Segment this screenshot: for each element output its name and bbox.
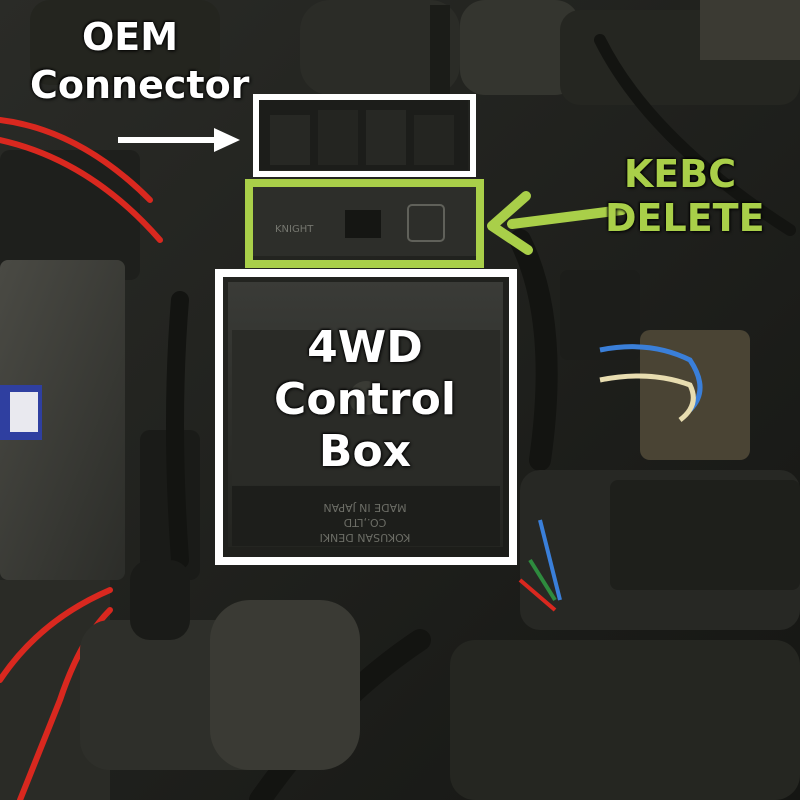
- control-box-company-marking: CO.,LTD: [344, 516, 387, 529]
- bottom-components: [80, 560, 800, 800]
- oem-connector-label: OEM Connector: [30, 15, 250, 107]
- control-box-label-line1: 4WD: [307, 322, 423, 373]
- kebc-delete-label: KEBC DELETE: [605, 152, 765, 240]
- kebc-arrow: [487, 191, 627, 255]
- oem-connector: [258, 100, 468, 170]
- control-box-label-line3: Box: [318, 426, 412, 478]
- red-wires: [0, 117, 163, 800]
- control-box-country-marking: MADE IN JAPAN: [323, 501, 406, 514]
- control-box-label-line2: Control: [274, 374, 456, 426]
- left-components: [0, 150, 200, 800]
- kebc-module: KNIGHT: [252, 186, 477, 256]
- control-box-highlight-box: [215, 269, 517, 565]
- kebc-label-line1: KEBC: [623, 152, 737, 196]
- top-hoses: [30, 0, 800, 105]
- oem-arrow: [118, 128, 240, 152]
- kebc-brand-marking: KNIGHT: [275, 224, 314, 235]
- oem-connector-highlight-box: [253, 94, 476, 177]
- kebc-delete-highlight-box: [245, 179, 484, 268]
- oem-label-line1: OEM: [81, 15, 179, 59]
- right-connectors: [518, 270, 800, 630]
- 4wd-control-box: KOKUSAN DENKI CO.,LTD MADE IN JAPAN: [228, 282, 503, 547]
- kebc-label-line2: DELETE: [605, 195, 765, 240]
- control-box-label: 4WD Control Box: [240, 322, 490, 478]
- oem-label-line2: Connector: [30, 62, 250, 107]
- control-box-maker-marking: KOKUSAN DENKI: [320, 531, 411, 544]
